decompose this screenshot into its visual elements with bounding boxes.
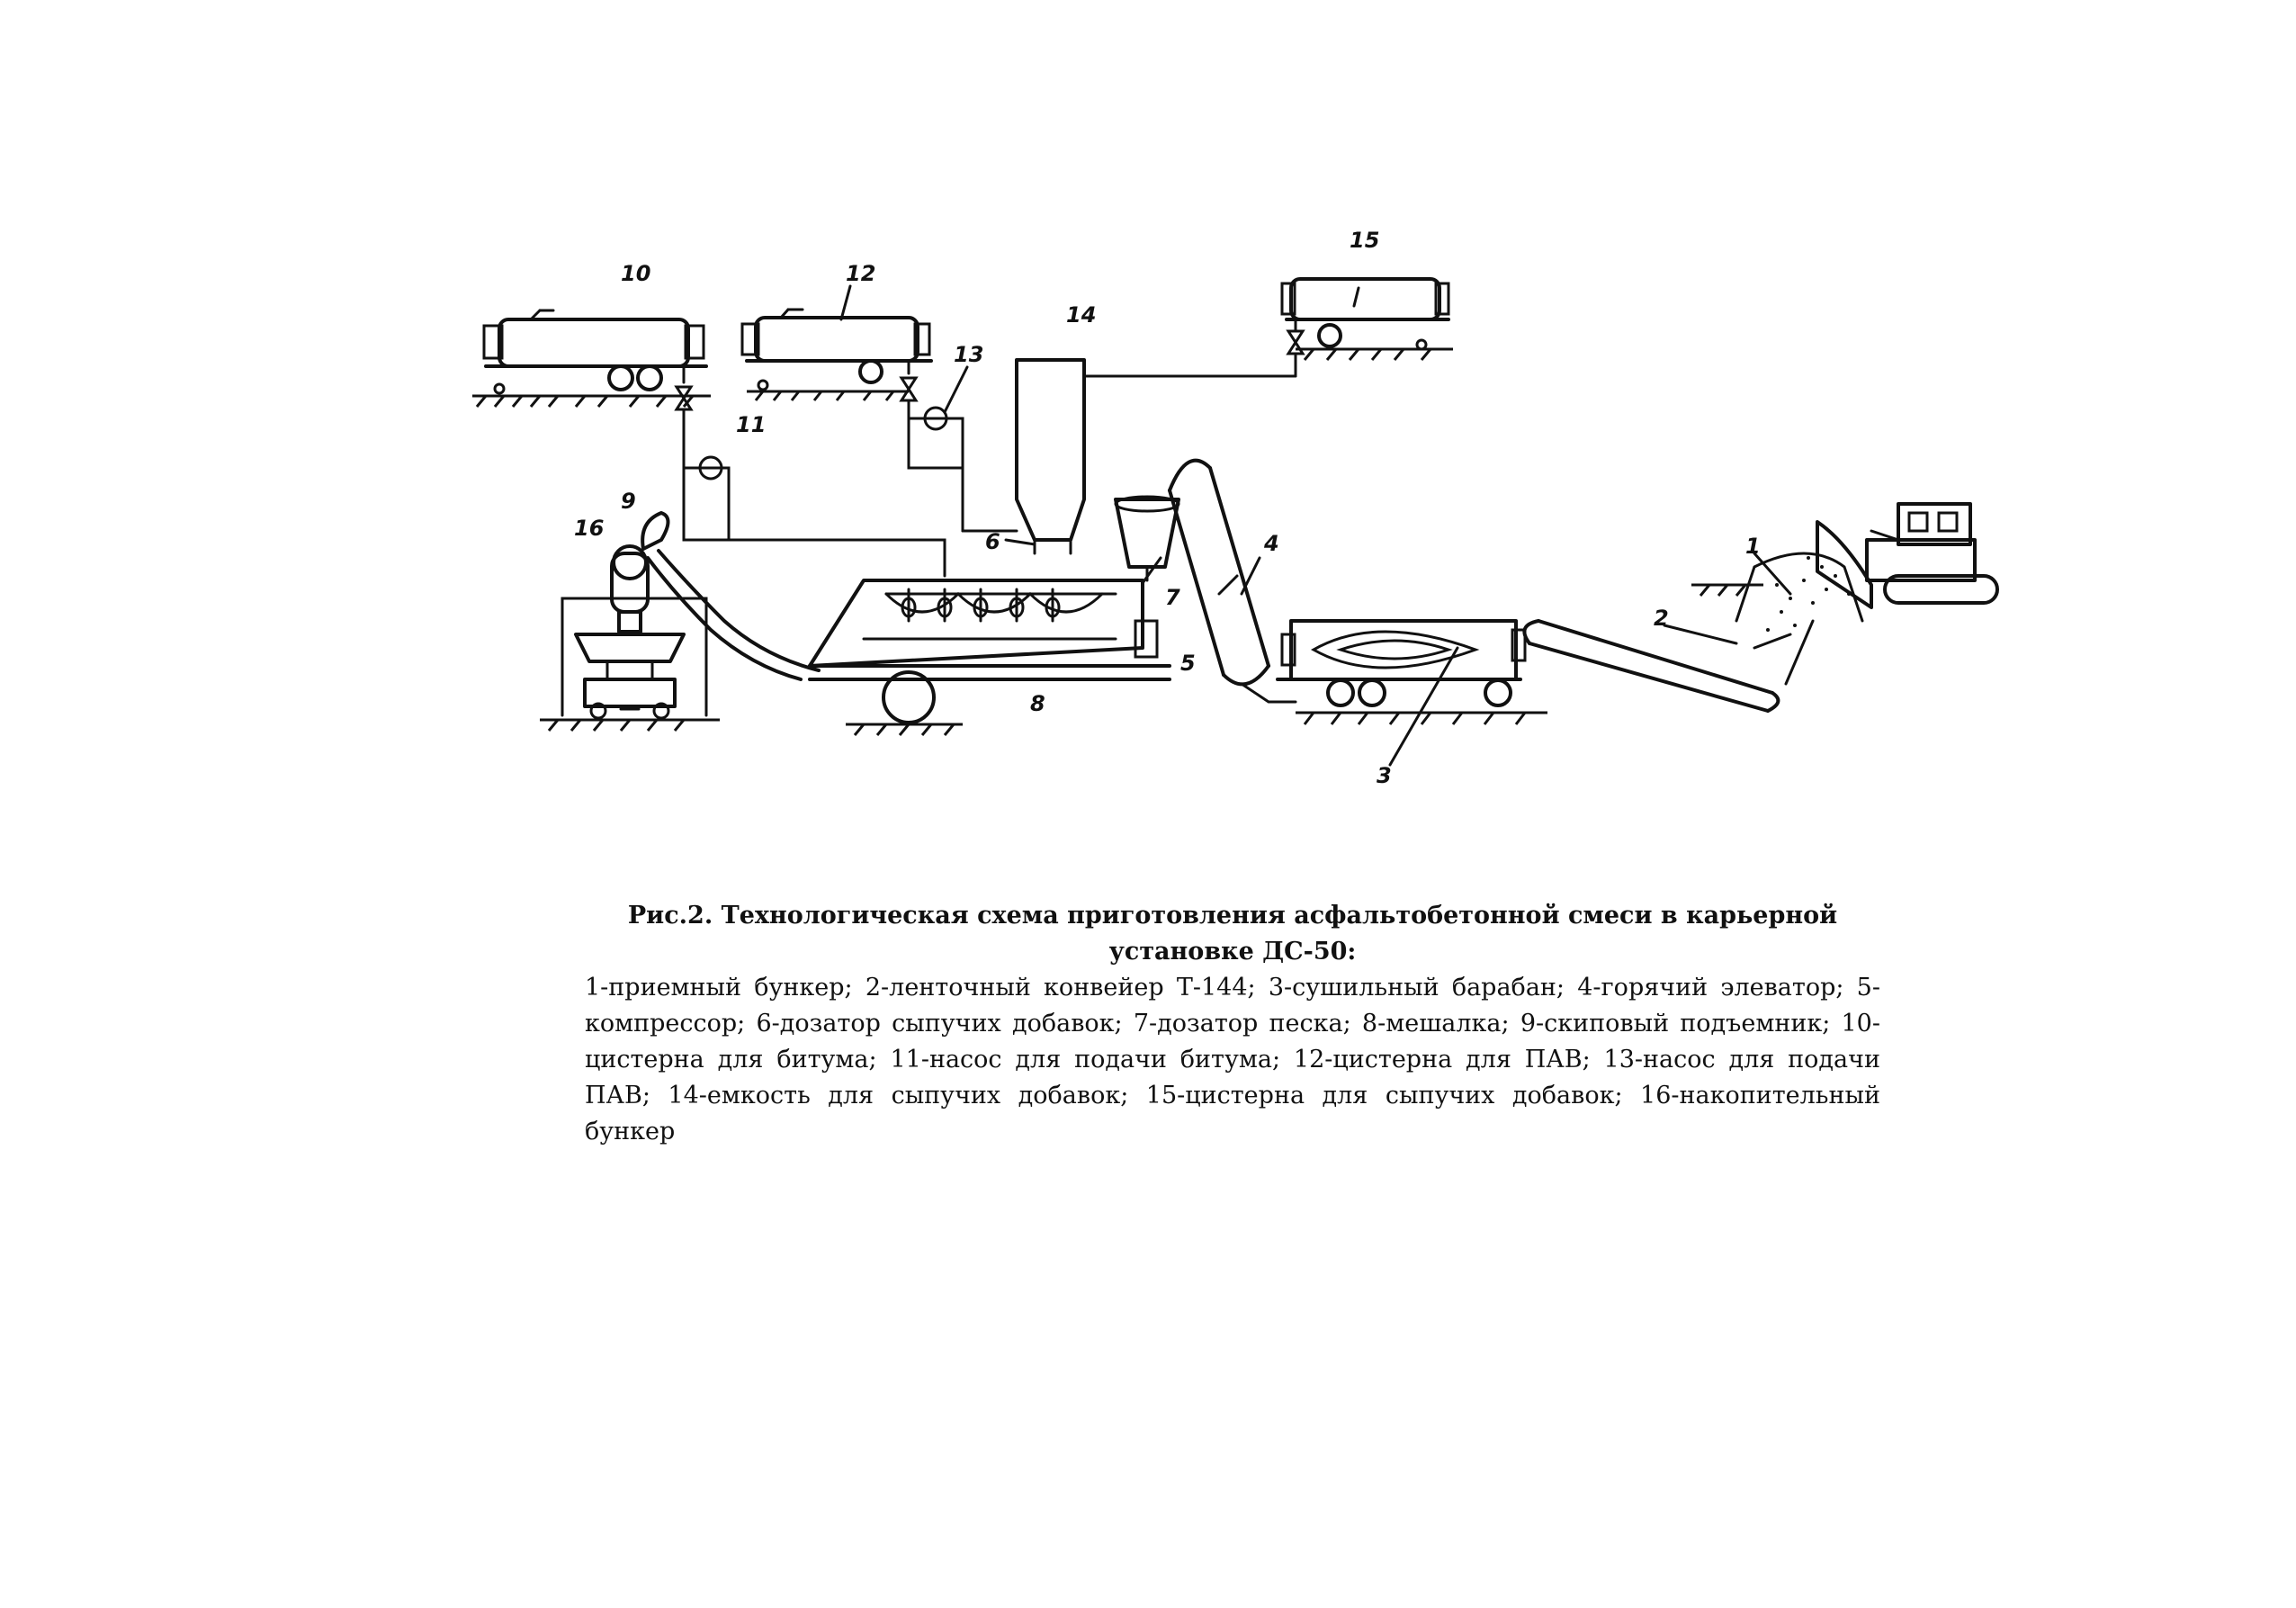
receiving-hopper xyxy=(1735,552,1864,686)
mixer-paddles xyxy=(901,588,1061,623)
bulldozer xyxy=(1816,502,1999,609)
drying-drum xyxy=(1276,619,1527,767)
label-10: 10 xyxy=(621,261,650,286)
compressor xyxy=(1134,619,1159,659)
additive-tank-wagon xyxy=(1280,277,1450,351)
label-12: 12 xyxy=(846,261,875,286)
surfactant-tank-wagon xyxy=(740,308,933,391)
leader-lines xyxy=(839,284,1792,645)
label-5: 5 xyxy=(1180,651,1196,676)
belt-conveyor xyxy=(1522,619,1780,713)
label-9: 9 xyxy=(621,489,636,514)
label-7: 7 xyxy=(1165,585,1180,610)
label-4: 4 xyxy=(1263,531,1279,556)
caption-title: Рис.2. Технологическая схема приготовлен… xyxy=(627,902,1838,966)
label-11: 11 xyxy=(736,412,766,437)
label-3: 3 xyxy=(1377,763,1392,788)
storage-bunker xyxy=(561,544,708,720)
aggregate-dots xyxy=(1766,556,1851,632)
label-6: 6 xyxy=(985,529,1000,554)
surfactant-pipeline xyxy=(899,359,1018,533)
bitumen-pump-11 xyxy=(698,455,723,481)
label-8: 8 xyxy=(1030,691,1045,716)
additive-pipeline xyxy=(1082,318,1305,378)
skip-hoist xyxy=(641,511,821,681)
bitumen-pipeline xyxy=(674,364,946,578)
caption-legend: 1-приемный бункер; 2-ленточный конвейер … xyxy=(585,974,1880,1145)
ground-hatch xyxy=(747,390,909,401)
bitumen-tank-wagon xyxy=(482,309,708,395)
elevator-feed-line xyxy=(1240,682,1297,704)
figure-caption: Рис.2. Технологическая схема приготовлен… xyxy=(585,898,1880,1150)
ground-hatch xyxy=(846,723,963,736)
surfactant-pump-13 xyxy=(923,406,948,431)
sand-dispenser xyxy=(1114,495,1180,582)
additive-silo xyxy=(1015,358,1086,555)
mixer xyxy=(808,579,1171,724)
label-15: 15 xyxy=(1350,228,1379,253)
ground-hatch xyxy=(540,718,720,732)
label-13: 13 xyxy=(954,342,983,367)
label-1: 1 xyxy=(1745,534,1761,559)
label-2: 2 xyxy=(1654,606,1669,631)
label-16: 16 xyxy=(574,516,604,541)
ground-hatch xyxy=(1296,347,1453,361)
ground-hatch xyxy=(1691,583,1763,597)
label-14: 14 xyxy=(1066,302,1096,328)
ground-hatch xyxy=(1296,711,1547,725)
ground-hatch xyxy=(472,394,711,408)
hot-elevator xyxy=(1168,458,1270,687)
